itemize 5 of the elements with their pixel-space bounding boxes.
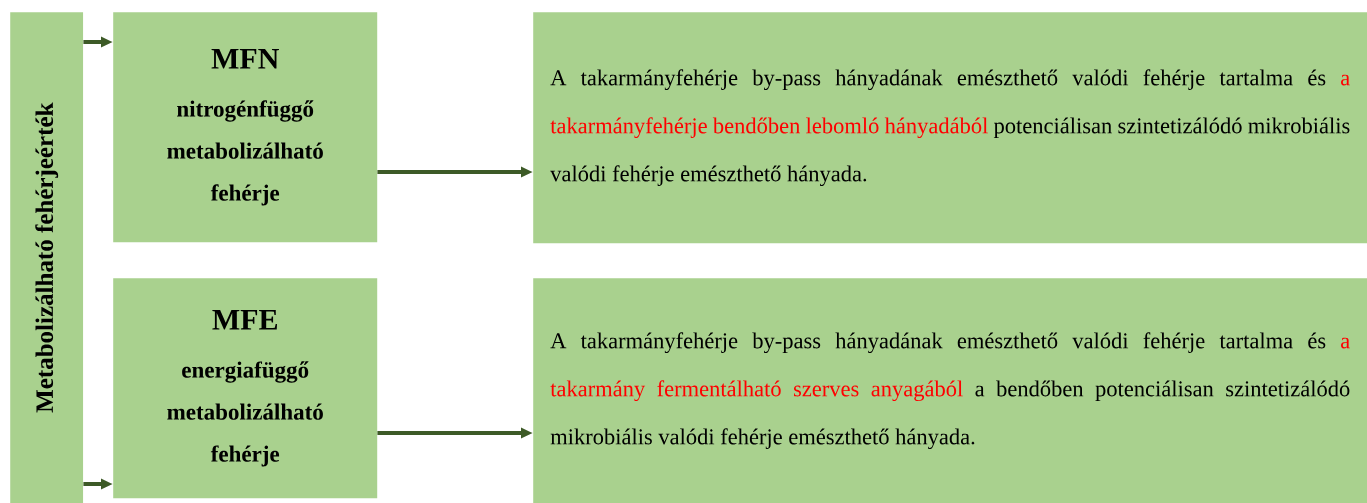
definition-box: A takarmányfehérje by-pass hányadának emészthető valódi fehérje tartalma és a takarmány fermentálható szerves anyagából a bendőben potenciálisan szintetizálódó mikrobiális valódi fehérje emészthető hányada. <box>533 278 1367 503</box>
vertical-band: Metabolizálható fehérjeérték <box>10 12 84 503</box>
term-box: MFE energiafüggő metabolizálható fehérje <box>113 278 378 499</box>
definition-box: A takarmányfehérje by-pass hányadának emészthető valódi fehérje tartalma és a takarmányfehérje bendőben lebomló hányadából potenciálisan szintetizálódó mikrobiális valódi fehérje emészthető hányada. <box>533 12 1367 244</box>
term-box: MFN nitrogénfüggő metabolizálható fehérje <box>113 12 378 243</box>
